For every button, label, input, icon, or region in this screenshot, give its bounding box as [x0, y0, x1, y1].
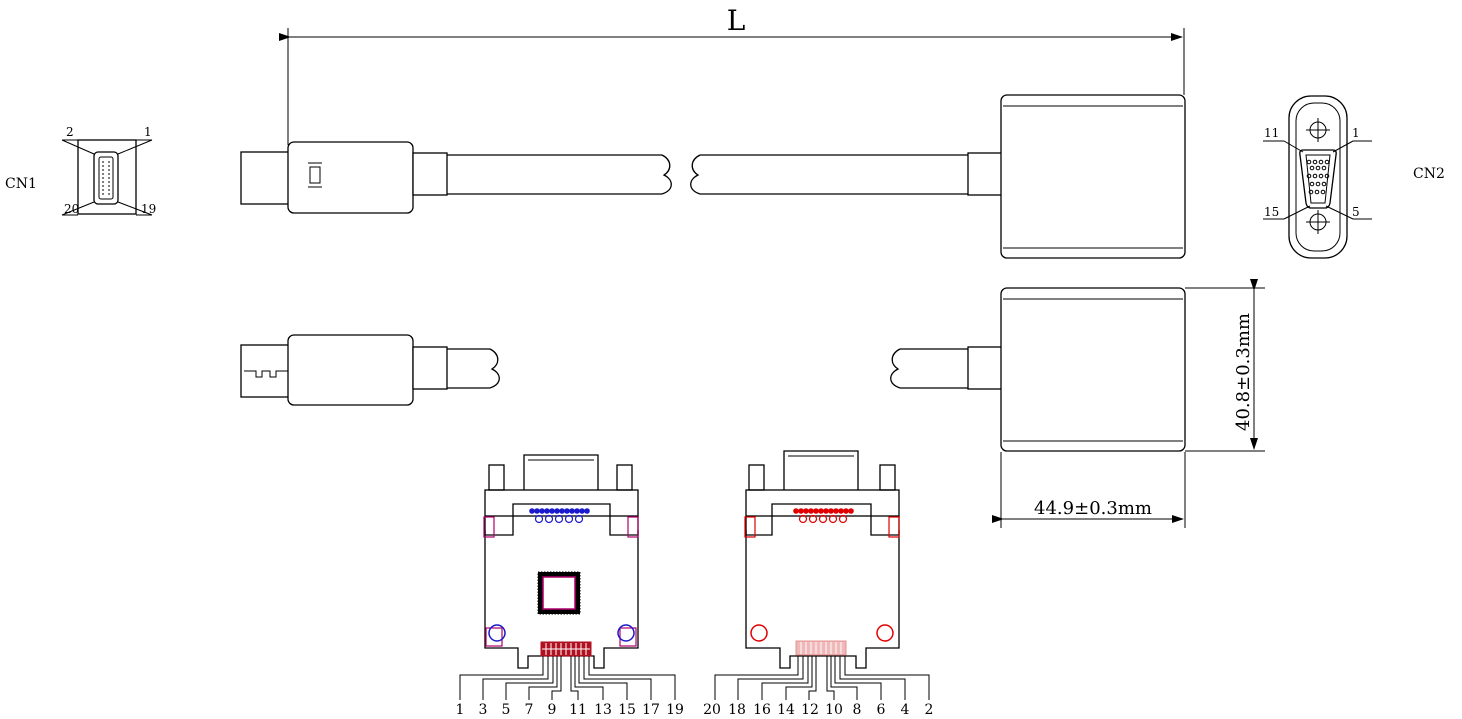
cn1-pin-1: 1 — [144, 125, 152, 139]
pcb-back-red-pads — [793, 508, 854, 514]
pcb-back-pin-label: 2 — [925, 702, 934, 718]
cn1-label: CN1 — [5, 176, 37, 192]
width-dimension: 44.9±0.3mm — [992, 452, 1186, 528]
pcb-front-pin-leaders — [459, 656, 676, 700]
cn2-label: CN2 — [1413, 166, 1445, 182]
cn2-pin-1: 1 — [1352, 126, 1360, 140]
pcb-front-pin-label: 17 — [642, 702, 660, 718]
length-label: L — [727, 4, 746, 37]
height-dimension: 40.8±0.3mm — [1185, 279, 1265, 452]
cn2-connector-face: CN2 11 1 15 5 — [1263, 95, 1445, 259]
pcb-back-pin-label: 14 — [777, 702, 795, 718]
pcb-front-pin-label: 5 — [502, 702, 511, 718]
pcb-front-view — [459, 454, 676, 700]
pcb-back-pin-label: 6 — [877, 702, 886, 718]
pcb-back-pin-label: 12 — [801, 702, 819, 718]
cn2-pin-dots — [1306, 159, 1330, 195]
cn1-pin-2: 2 — [66, 125, 74, 139]
pcb-front-pin-label: 19 — [666, 702, 684, 718]
pcb-front-pin-label: 7 — [525, 702, 534, 718]
pcb-back-pin-numbers: 20 18 16 14 12 10 8 6 4 2 — [703, 702, 933, 718]
pcb-back-view — [714, 450, 930, 700]
cn1-pin-20: 20 — [64, 202, 79, 216]
pcb-back-pin-label: 4 — [901, 702, 910, 718]
pcb-back-red-rings — [798, 514, 848, 524]
cn1-pin-19: 19 — [141, 202, 156, 216]
pcb-back-pin-leaders — [714, 656, 930, 700]
pcb-front-pin-numbers: 1 3 5 7 9 11 13 15 17 19 — [456, 702, 684, 718]
pcb-back-pin-label: 20 — [703, 702, 721, 718]
pcb-back-pin-label: 18 — [728, 702, 746, 718]
pcb-front-pin-label: 3 — [479, 702, 488, 718]
pcb-chip — [537, 571, 581, 615]
cn2-pin-15: 15 — [1264, 205, 1279, 219]
pcb-front-pin-label: 15 — [618, 702, 636, 718]
cn1-connector-face: CN1 2 1 20 19 — [5, 125, 156, 216]
pcb-front-pin-label: 11 — [569, 702, 587, 718]
pcb-front-pin-label: 1 — [456, 702, 465, 718]
cn2-pin-11: 11 — [1264, 126, 1279, 140]
length-dimension: L — [279, 4, 1185, 145]
pcb-front-blue-pads — [529, 508, 590, 514]
cable-top-view — [240, 94, 1186, 259]
cn2-pin-5: 5 — [1352, 205, 1360, 219]
pcb-front-blue-rings — [534, 514, 584, 524]
cable-side-view — [240, 287, 1186, 452]
pcb-back-pin-label: 16 — [753, 702, 771, 718]
height-dim-label: 40.8±0.3mm — [1233, 313, 1254, 431]
pcb-front-pin-label: 9 — [548, 702, 557, 718]
pcb-back-pin-label: 10 — [825, 702, 843, 718]
pcb-back-pin-label: 8 — [853, 702, 862, 718]
width-dim-label: 44.9±0.3mm — [1034, 498, 1152, 519]
pcb-front-pin-label: 13 — [594, 702, 612, 718]
